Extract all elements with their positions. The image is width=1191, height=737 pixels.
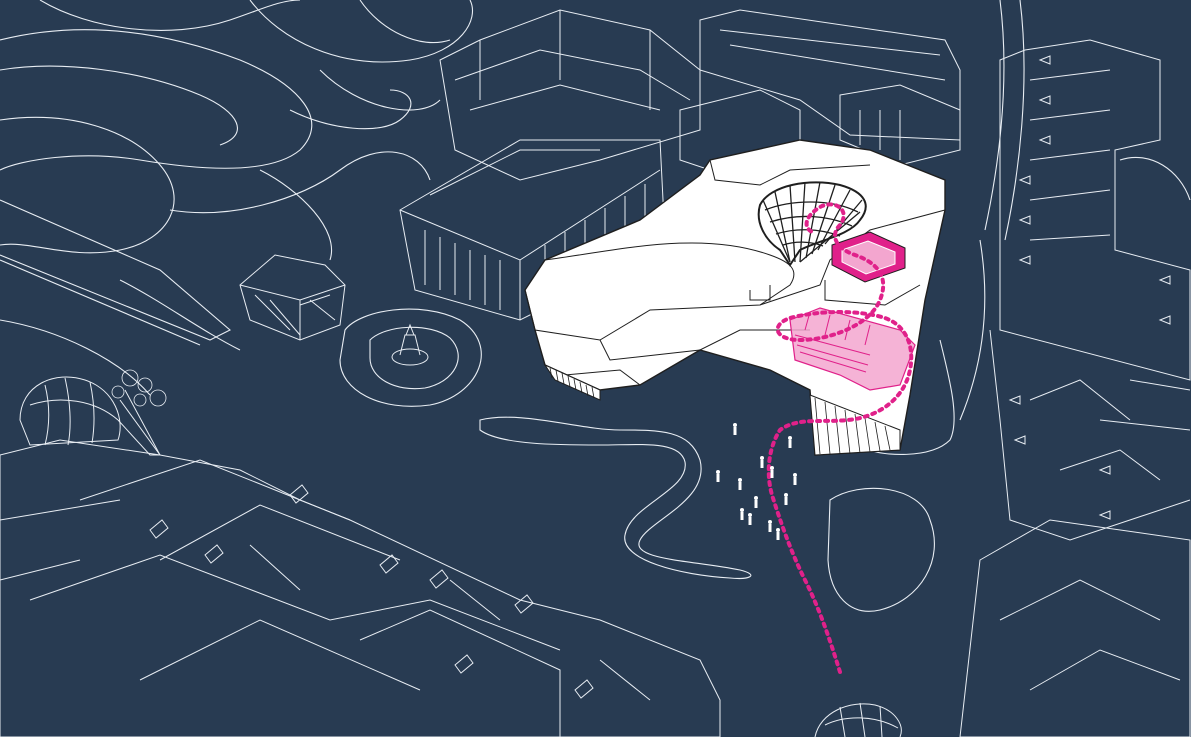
pedestrian-figure — [770, 466, 774, 478]
pedestrian-figure — [784, 493, 788, 505]
pedestrian-figure — [768, 520, 772, 532]
pedestrian-figure — [788, 436, 792, 448]
pedestrian-figure — [776, 528, 780, 540]
pedestrian-figure — [748, 513, 752, 525]
pedestrian-figure — [733, 423, 737, 435]
pedestrian-figure — [754, 496, 758, 508]
fountain-plaza — [391, 323, 429, 366]
pedestrian-figure — [760, 456, 764, 468]
pedestrian-figure — [740, 508, 744, 520]
pedestrian-figure — [793, 473, 797, 485]
pedestrian-figure — [716, 470, 720, 482]
pedestrian-figures — [716, 423, 797, 540]
roof-dormers — [149, 55, 1171, 699]
tree-clusters — [111, 369, 167, 407]
magenta-circulation-path — [766, 202, 914, 674]
site-context-linework — [0, 0, 1191, 612]
magenta-program-volumes — [789, 231, 916, 391]
dome-structures — [19, 376, 902, 737]
pedestrian-figure — [738, 478, 742, 490]
lattice-funnel-structure — [757, 181, 867, 267]
